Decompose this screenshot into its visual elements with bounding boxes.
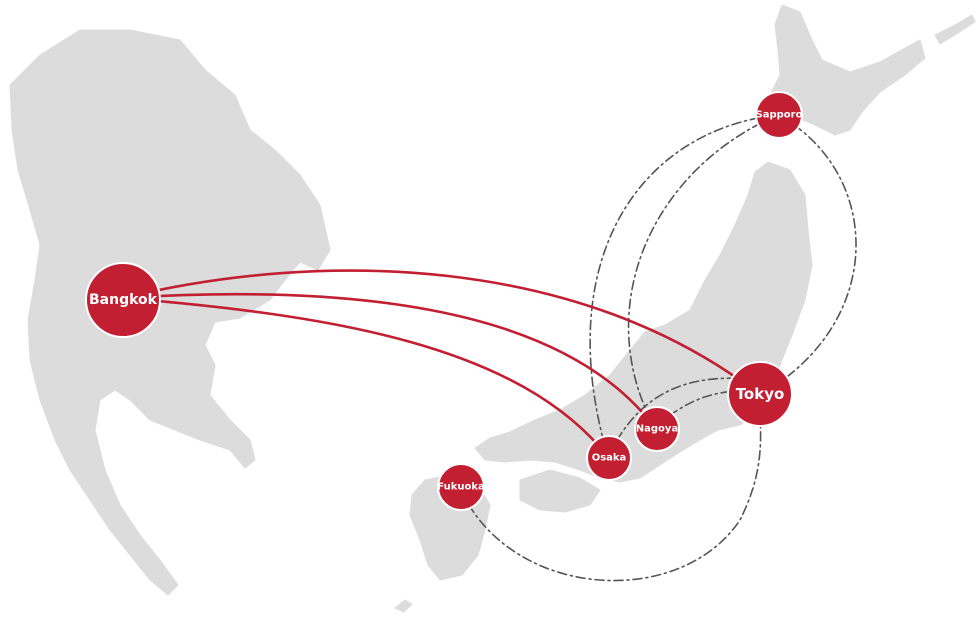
- city-bangkok: Bangkok: [85, 262, 161, 338]
- route-sapporo-nagoya: [627, 114, 779, 429]
- city-label-sapporo: Sapporo: [756, 110, 803, 121]
- route-fukuoka-tokyo: [459, 414, 762, 582]
- city-osaka: Osaka: [586, 435, 632, 481]
- route-bangkok-nagoya: [121, 292, 657, 430]
- land-masses: [9, 4, 976, 613]
- city-fukuoka: Fukuoka: [437, 463, 485, 511]
- route-sapporo-tokyo: [759, 114, 857, 396]
- route-sapporo-osaka: [589, 114, 779, 458]
- land-okinawa: [394, 599, 413, 613]
- city-markers: Bangkok Tokyo Nagoya Osaka Sapporo Fukuo…: [85, 91, 803, 511]
- land-kuril: [934, 14, 976, 45]
- land-shikoku: [519, 469, 601, 513]
- land-honshu: [474, 161, 813, 483]
- city-label-nagoya: Nagoya: [636, 424, 678, 435]
- domestic-routes: [459, 114, 857, 582]
- city-nagoya: Nagoya: [634, 406, 680, 452]
- city-sapporo: Sapporo: [755, 91, 803, 139]
- land-indochina: [9, 29, 331, 596]
- route-bangkok-tokyo: [121, 269, 762, 397]
- city-label-osaka: Osaka: [592, 453, 627, 464]
- city-label-bangkok: Bangkok: [89, 292, 158, 308]
- city-label-fukuoka: Fukuoka: [437, 482, 485, 493]
- route-bangkok-osaka: [121, 296, 610, 459]
- city-label-tokyo: Tokyo: [736, 385, 785, 403]
- international-routes: [121, 269, 762, 459]
- city-tokyo: Tokyo: [727, 361, 793, 427]
- land-hokkaido: [759, 4, 926, 136]
